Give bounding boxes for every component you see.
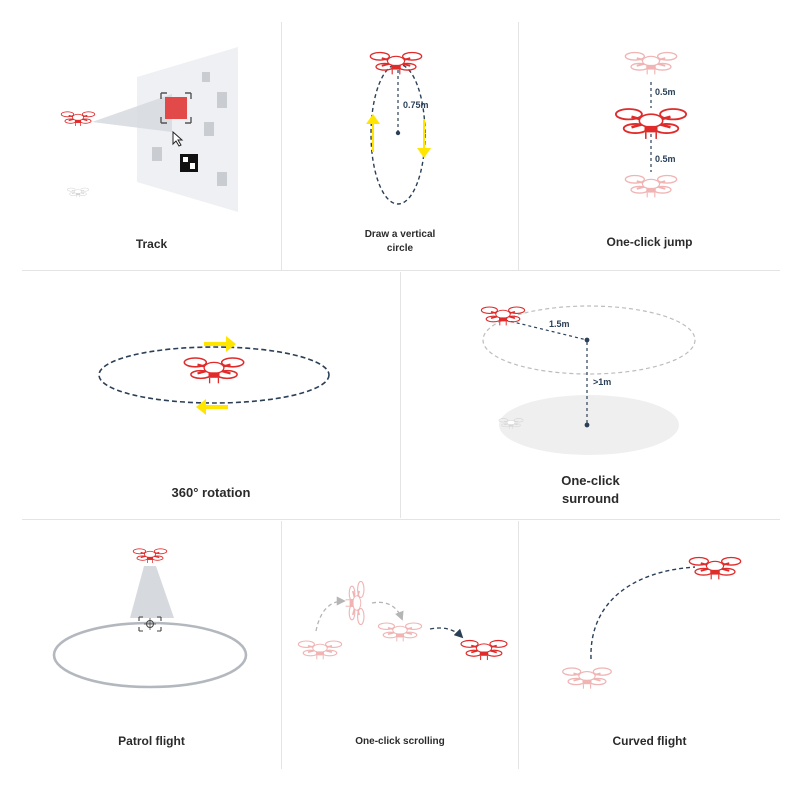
caption-line: surround <box>561 490 620 506</box>
surround-illustration: 1.5m >1m <box>480 305 696 455</box>
scrolling-panel: One-click scrolling <box>282 521 518 769</box>
track-panel: Track <box>22 22 281 270</box>
vertical-circle-illustration: 0.75m <box>366 51 431 205</box>
drone-icon <box>297 640 343 661</box>
jump-panel: 0.5m 0.5m One-click jump <box>519 22 780 270</box>
divider <box>518 22 519 270</box>
drone-icon <box>132 548 168 564</box>
rotation-illustration <box>98 336 330 415</box>
dimension-label: 0.5m <box>655 87 676 97</box>
scrolling-illustration <box>297 580 508 661</box>
drone-icon <box>624 51 678 76</box>
drone-icon <box>60 111 96 127</box>
dimension-label: 0.5m <box>655 154 676 164</box>
panel-caption: One-click surround <box>401 472 780 507</box>
surround-panel: 1.5m >1m One-click surround <box>401 272 780 518</box>
drone-icon <box>66 187 90 198</box>
divider <box>22 270 780 271</box>
panel-caption: Curved flight <box>612 734 687 748</box>
vertical-circle-panel: 0.75m Draw a vertical circle <box>282 22 518 270</box>
rotation-panel: 360° rotation <box>22 272 400 518</box>
panel-caption: Draw a vertical circle <box>282 228 518 255</box>
caption-line: Draw a vertical <box>364 229 436 240</box>
drone-icon <box>369 51 423 76</box>
drone-icon <box>183 356 245 385</box>
drone-icon <box>561 667 613 690</box>
panel-caption: One-click scrolling <box>355 736 445 747</box>
drone-icon <box>688 556 742 581</box>
curved-panel: Curved flight <box>519 521 780 769</box>
divider <box>22 519 780 520</box>
jump-illustration: 0.5m 0.5m <box>614 51 688 199</box>
panel-caption: Patrol flight <box>118 734 185 748</box>
caption-line: circle <box>386 242 414 254</box>
divider <box>281 22 282 270</box>
patrol-illustration <box>52 548 248 689</box>
dimension-label: >1m <box>593 377 611 387</box>
panel-caption: 360° rotation <box>171 485 251 500</box>
drone-icon <box>460 639 508 661</box>
track-illustration <box>60 47 238 212</box>
dimension-label: 1.5m <box>549 319 570 329</box>
patrol-panel: Patrol flight <box>22 521 281 769</box>
dimension-label: 0.75m <box>403 100 429 110</box>
drone-icon <box>344 580 365 626</box>
panel-caption: Track <box>135 237 168 251</box>
curved-illustration <box>561 556 742 690</box>
drone-icon <box>377 622 423 643</box>
divider <box>281 521 282 769</box>
divider <box>518 521 519 769</box>
divider <box>400 272 401 518</box>
caption-line: One-click <box>561 473 620 488</box>
panel-caption: One-click jump <box>606 235 693 249</box>
drone-icon <box>624 174 678 199</box>
